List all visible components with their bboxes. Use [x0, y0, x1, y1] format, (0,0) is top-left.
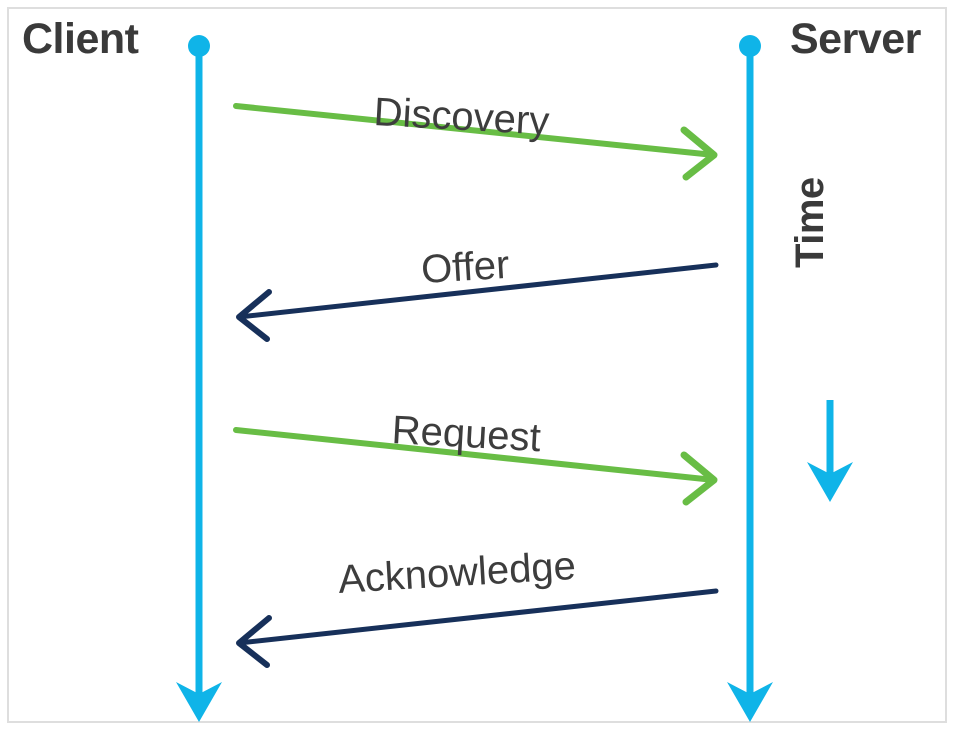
actor-label-server: Server	[790, 15, 921, 63]
time-axis-arrowhead-icon	[807, 462, 853, 502]
message-arrowhead-acknowledge-icon	[236, 615, 272, 668]
message-arrowhead-offer-icon	[236, 289, 272, 342]
server-lifeline-arrowhead-icon	[727, 682, 773, 722]
client-lifeline-arrowhead-icon	[176, 682, 222, 722]
lifeline-server	[727, 35, 773, 722]
message-arrow-request	[233, 427, 718, 506]
message-arrowhead-discovery-icon	[680, 126, 718, 181]
message-arrow-acknowledge	[236, 588, 719, 668]
message-line-request	[233, 427, 717, 483]
message-arrow-discovery	[233, 103, 718, 181]
message-line-acknowledge	[236, 588, 719, 646]
message-arrow-offer	[236, 262, 719, 342]
lifeline-client	[176, 35, 222, 722]
message-arrowhead-request-icon	[680, 451, 718, 506]
message-label-discovery: Discovery	[372, 90, 551, 144]
message-line-offer	[236, 262, 719, 320]
message-label-request: Request	[390, 408, 542, 461]
message-label-offer: Offer	[419, 242, 511, 292]
diagram-frame	[7, 7, 947, 723]
time-axis-label: Time	[788, 177, 832, 268]
time-axis-arrow	[807, 400, 853, 502]
actor-label-client: Client	[22, 15, 139, 63]
message-line-discovery	[233, 103, 717, 158]
